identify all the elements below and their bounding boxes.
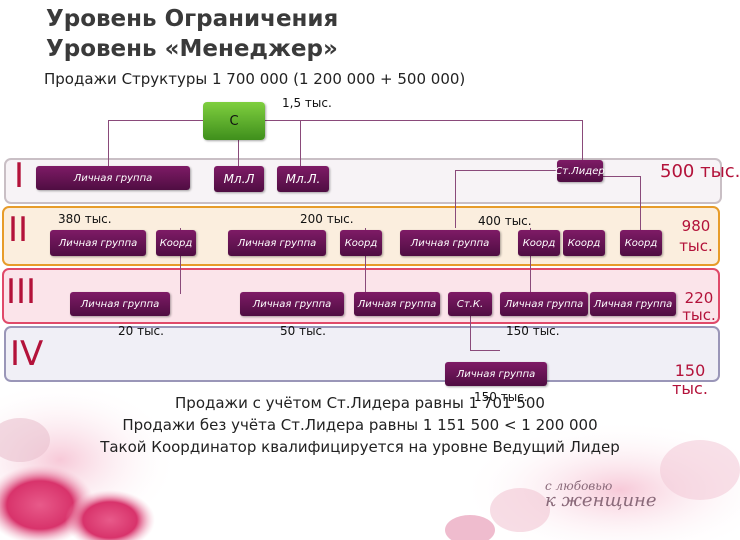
level-1-node: Личная группа [36,166,190,190]
level-2-amount: 400 тыс. [478,214,532,228]
connector [300,120,301,168]
level-3-node: Личная группа [590,292,676,316]
level-3-node: Личная группа [354,292,440,316]
connector [582,120,583,168]
connector [470,350,500,351]
flower-background [0,380,740,540]
logo-line-1: с любовью [545,479,613,493]
connector [365,228,366,294]
level-2-node: Коорд [340,230,382,256]
subtitle: Продажи Структуры 1 700 000 (1 200 000 +… [44,70,466,88]
connector [470,296,471,350]
level-4-row [4,326,720,382]
level-3-node: Личная группа [240,292,344,316]
connector [455,170,559,171]
level-3-amount: 20 тыс. [118,324,164,338]
level-3-node: Ст.К. [448,292,492,316]
connector [180,228,181,294]
footer-line-3: Такой Координатор квалифицируется на уро… [100,438,620,456]
level-2-node: Коорд [518,230,560,256]
level-2-node: Личная группа [50,230,146,256]
connector [598,176,640,177]
level-4-amount: 150 тыс. [474,390,528,404]
title-line-1: Уровень Ограничения [46,6,339,32]
connector [455,170,456,228]
level-2-roman: II [8,210,29,250]
level-3-roman: III [6,272,37,312]
level-3-amount: 50 тыс. [280,324,326,338]
level-4-node: Личная группа [445,362,547,386]
connector [640,176,641,230]
connector [108,120,109,168]
level-4-total: 150 тыс. [672,361,708,398]
level-2-node: Коорд [563,230,605,256]
footer-line-1: Продажи с учётом Ст.Лидера равны 1 701 5… [175,394,545,412]
level-2-node: Коорд [156,230,196,256]
title-line-2: Уровень «Менеджер» [46,36,338,62]
connector [238,120,239,168]
top-node: С [203,102,265,140]
level-1-node: Мл.Л [214,166,264,192]
top-amount: 1,5 тыс. [282,96,332,110]
level-2-amount: 380 тыс. [58,212,112,226]
footer-line-2: Продажи без учёта Ст.Лидера равны 1 151 … [122,416,598,434]
level-4-roman: IV [10,334,44,374]
logo-line-2: к женщине [545,490,657,511]
level-1-node: Мл.Л. [277,166,329,192]
brand-logo: с любовью к женщине [545,480,657,510]
level-2-amount: 200 тыс. [300,212,354,226]
level-1-roman: I [14,156,25,196]
level-1-node: Ст.Лидер [555,160,605,182]
connector [530,228,531,294]
connector [108,120,582,121]
level-1-total: 500 тыс. [660,161,740,182]
level-3-total: 220 тыс. [682,289,716,324]
level-2-node: Личная группа [228,230,326,256]
level-2-total: 980 тыс. [679,217,713,255]
level-3-amount: 150 тыс. [506,324,560,338]
level-2-node: Личная группа [400,230,500,256]
level-2-node: Коорд [620,230,662,256]
level-3-node: Личная группа [500,292,588,316]
level-3-node: Личная группа [70,292,170,316]
